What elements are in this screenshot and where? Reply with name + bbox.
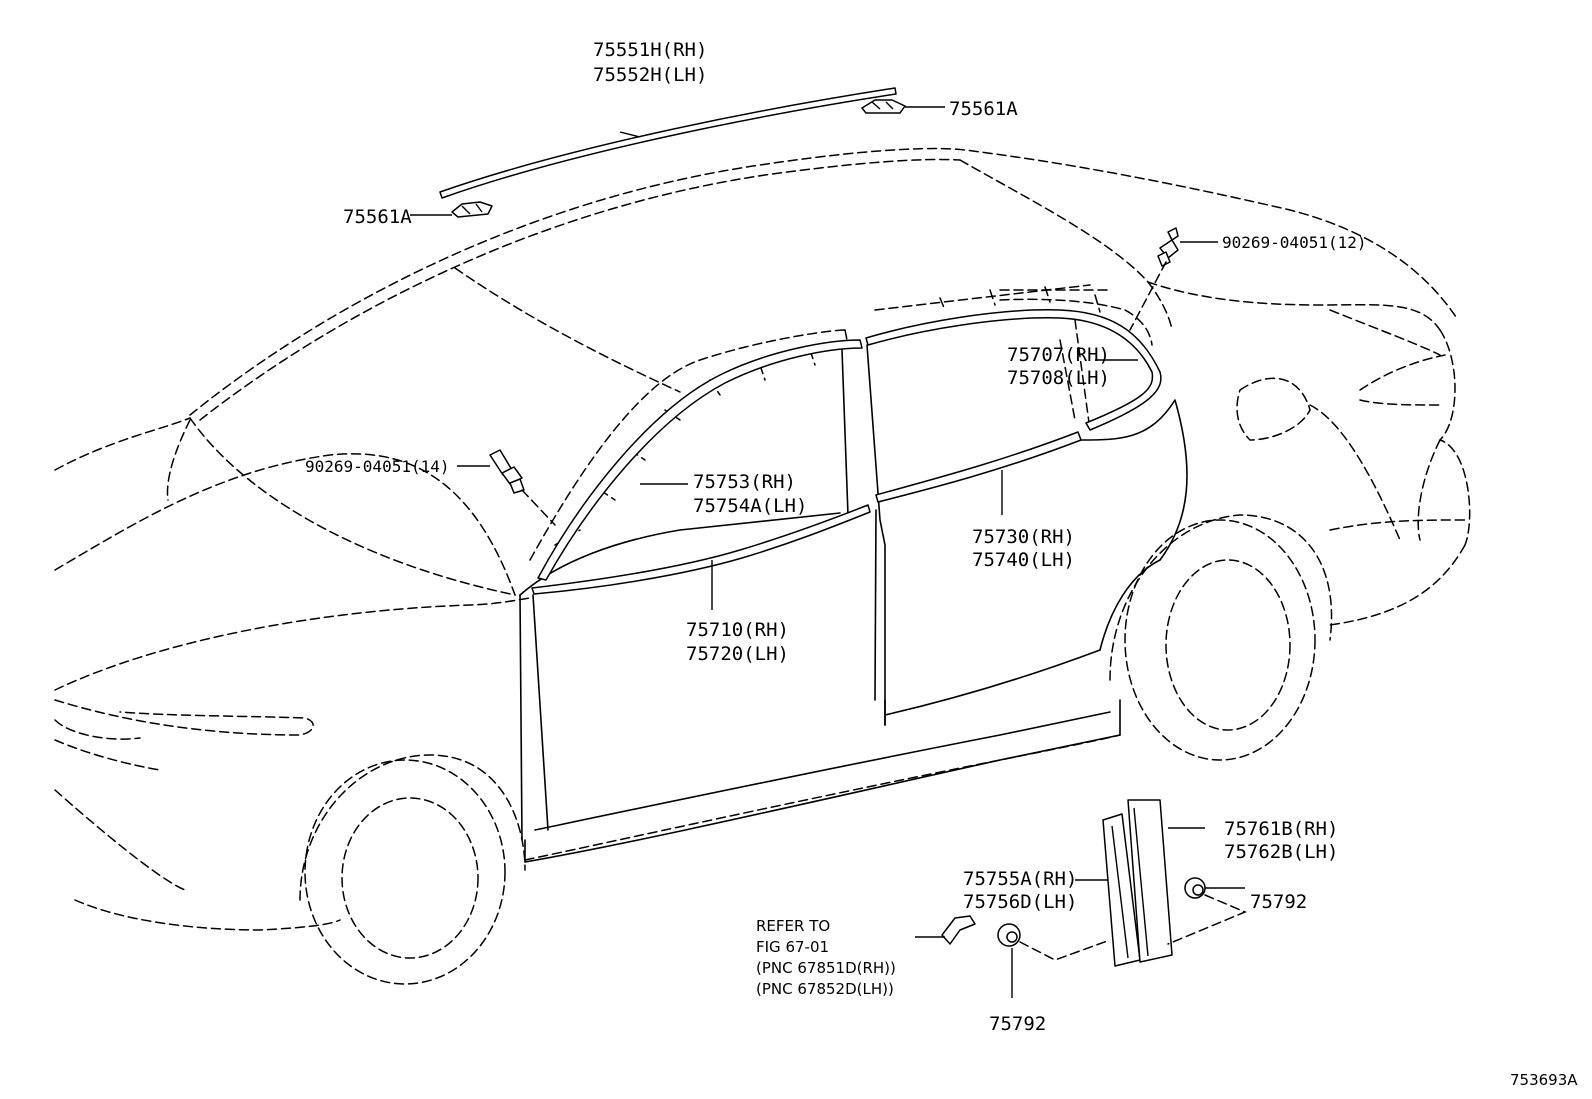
- refer-note-line-1: REFER TO: [756, 917, 830, 935]
- leader-lines: [410, 106, 1247, 998]
- roof-clip-rear-part: [861, 99, 906, 114]
- clip-right-part: [1184, 877, 1206, 899]
- rear-frame-molding-part: [865, 309, 1162, 431]
- label-pillar-mold-lh: 75756D(LH): [963, 891, 1077, 913]
- clip-bottom-part: [997, 923, 1021, 947]
- refer-note-line-3: (PNC 67851D(RH)): [756, 959, 896, 977]
- label-front-frame-lh: 75754A(LH): [693, 495, 807, 517]
- label-pillar-garnish-lh: 75762B(LH): [1224, 841, 1338, 863]
- label-rear-belt-rh: 75730(RH): [972, 526, 1075, 548]
- refer-note-line-2: FIG 67-01: [756, 938, 829, 956]
- label-clip-bottom: 75792: [989, 1013, 1046, 1035]
- label-roof-molding-lh: 75552H(LH): [593, 64, 707, 86]
- refer-note: REFER TO FIG 67-01 (PNC 67851D(RH)) (PNC…: [756, 917, 896, 998]
- rear-belt-molding-part: [875, 431, 1082, 503]
- label-rivet-front: 90269-04051(14): [305, 457, 450, 476]
- roof-clip-front-part: [451, 201, 493, 218]
- label-front-belt-rh: 75710(RH): [686, 619, 789, 641]
- label-front-frame-rh: 75753(RH): [693, 471, 796, 493]
- pillar-garnish-part: [1127, 799, 1173, 963]
- label-pillar-mold-rh: 75755A(RH): [963, 868, 1077, 890]
- rivet-front-part: [489, 449, 525, 494]
- front-frame-molding-part: [537, 339, 863, 581]
- label-roof-clip-front: 75561A: [343, 206, 412, 228]
- bracket-part: [941, 915, 976, 945]
- label-roof-molding-rh: 75551H(RH): [593, 39, 707, 61]
- rivet-rear-part: [1157, 227, 1179, 267]
- label-pillar-garnish-rh: 75761B(RH): [1224, 818, 1338, 840]
- figure-id: 753693A: [1510, 1071, 1578, 1089]
- label-rivet-rear: 90269-04051(12): [1222, 233, 1367, 252]
- front-belt-molding-part: [531, 504, 871, 595]
- part-labels: 75551H(RH) 75552H(LH) 75561A 75561A 9026…: [305, 39, 1367, 1035]
- label-clip-right: 75792: [1250, 891, 1307, 913]
- label-front-belt-lh: 75720(LH): [686, 643, 789, 665]
- label-roof-clip-rear: 75561A: [949, 98, 1018, 120]
- label-rear-belt-lh: 75740(LH): [972, 549, 1075, 571]
- label-rear-frame-lh: 75708(LH): [1007, 367, 1110, 389]
- label-rear-frame-rh: 75707(RH): [1007, 344, 1110, 366]
- refer-note-line-4: (PNC 67852D(LH)): [756, 980, 894, 998]
- car-body-outline: [54, 147, 1471, 985]
- roof-molding-part: [439, 87, 897, 199]
